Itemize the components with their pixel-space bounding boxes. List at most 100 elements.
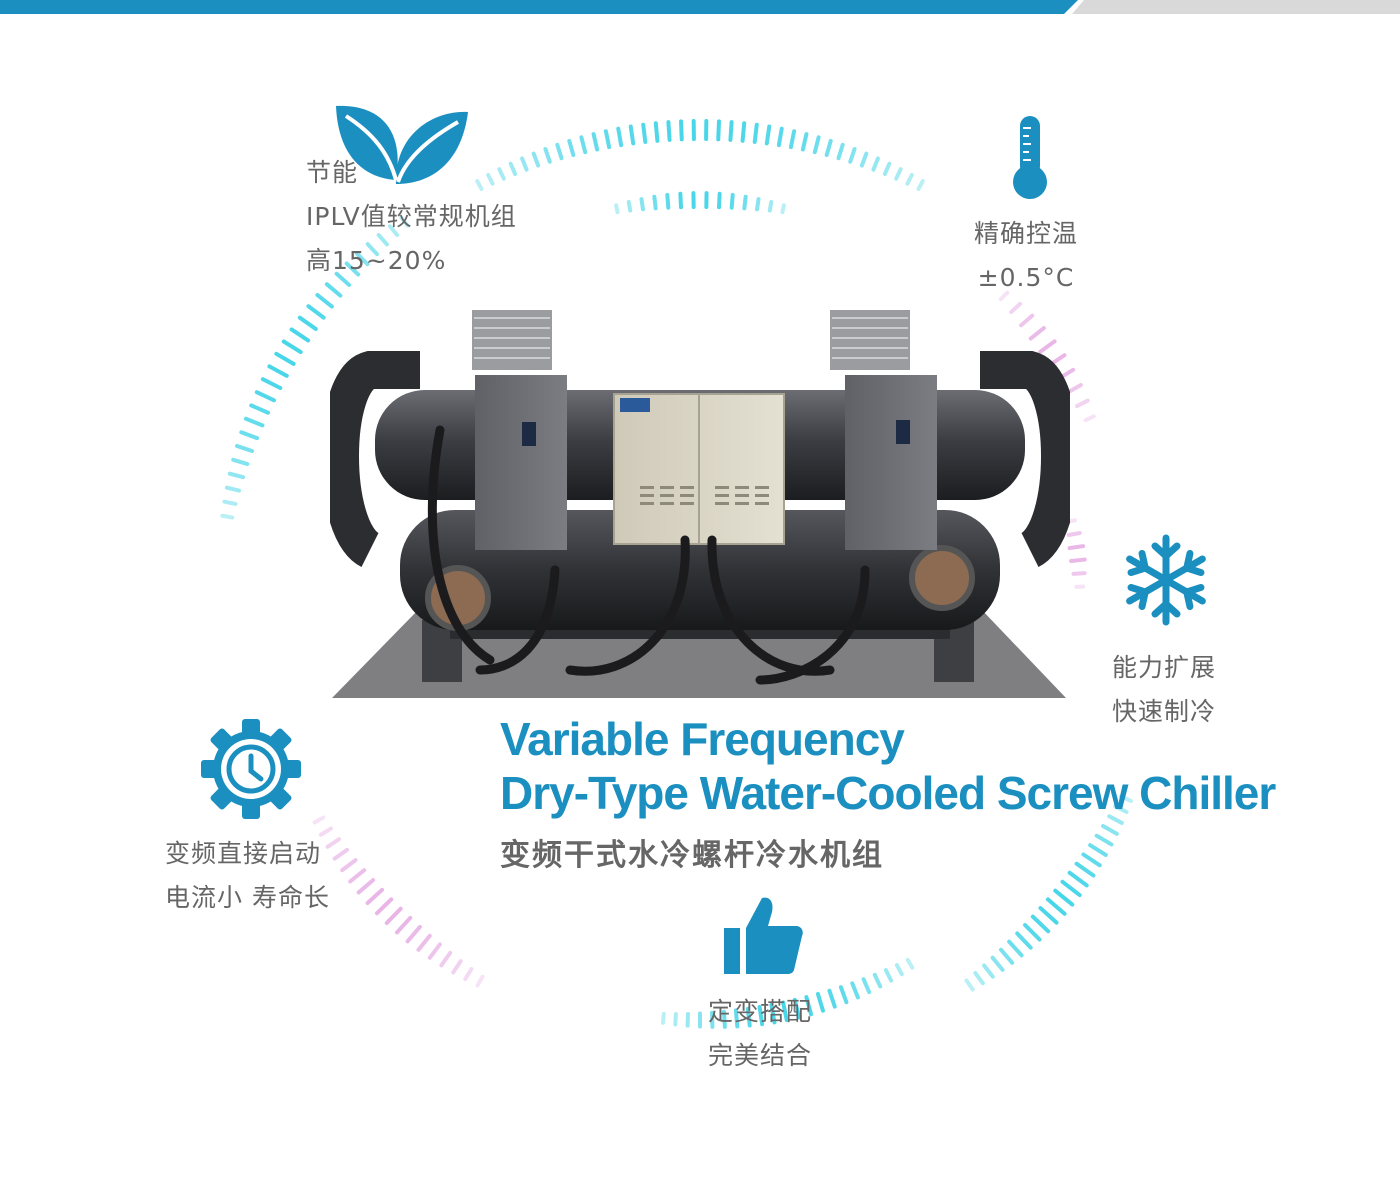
arc-tick — [405, 924, 422, 944]
feature-fast-cooling: 能力扩展 快速制冷 — [1112, 646, 1216, 734]
arc-tick — [850, 981, 860, 1000]
arc-tick — [274, 351, 296, 366]
arc-tick — [788, 129, 797, 150]
arc-tick — [520, 156, 529, 172]
arc-tick — [641, 122, 648, 144]
arc-tick — [227, 471, 246, 480]
feature-energy-line3: 高15~20% — [306, 246, 447, 275]
arc-tick — [990, 955, 1005, 972]
arc-tick — [733, 1008, 740, 1029]
gear-clock-icon — [201, 719, 301, 819]
arc-tick — [764, 124, 772, 146]
arc-tick — [812, 135, 821, 155]
leaf-icon — [336, 105, 468, 184]
arc-tick — [365, 242, 380, 257]
arc-tick — [982, 963, 995, 979]
arc-tick — [815, 992, 825, 1013]
feature-matching-title: 定变搭配 — [708, 997, 813, 1026]
arc-tick — [318, 826, 333, 837]
arc-tick — [1053, 888, 1075, 907]
arc-tick — [1101, 824, 1119, 836]
arc-tick — [289, 327, 311, 343]
arc-tick — [716, 191, 722, 210]
arc-tick — [883, 968, 894, 983]
arc-tick — [894, 167, 903, 181]
arc-tick — [325, 837, 341, 849]
arc-tick — [1088, 843, 1108, 857]
arc-tick — [332, 847, 350, 861]
arc-tick — [673, 1012, 678, 1027]
arc-tick — [220, 513, 235, 520]
arc-tick — [356, 878, 376, 895]
arc-tick — [1019, 313, 1035, 328]
arc-tick — [297, 315, 318, 331]
arc-tick — [1060, 879, 1082, 898]
feature-energy-saving: 节能 IPLV值较常规机组 高15~20% — [306, 151, 517, 283]
arc-tick — [973, 971, 985, 986]
arc-tick — [324, 282, 343, 298]
arc-tick — [249, 403, 271, 415]
arc-tick — [239, 430, 260, 441]
arc-tick — [614, 203, 620, 215]
arc-tick — [315, 293, 334, 309]
arc-tick — [1028, 326, 1046, 341]
arc-tick — [579, 135, 588, 155]
arc-tick — [964, 978, 975, 992]
arc-tick — [639, 197, 645, 212]
arc-tick — [678, 191, 684, 210]
arc-tick — [235, 443, 255, 453]
arc-tick — [1066, 382, 1083, 395]
arc-tick — [222, 499, 238, 506]
arc-tick — [475, 179, 484, 191]
feature-temperature-title: 精确控温 — [974, 219, 1079, 248]
arc-tick — [567, 138, 576, 158]
arc-tick — [905, 957, 915, 970]
product-title-en-line2: Dry-Type Water-Cooled Screw Chiller — [500, 767, 1276, 819]
arc-tick — [800, 132, 809, 152]
arc-tick — [1038, 906, 1059, 925]
arc-tick — [824, 138, 833, 158]
arc-tick — [628, 124, 636, 146]
arc-tick — [1030, 914, 1051, 934]
feature-temperature-value: ±0.5°C — [977, 263, 1075, 292]
arc-tick — [792, 997, 801, 1020]
product-title-english: Variable Frequency Dry-Type Water-Cooled… — [500, 712, 1276, 820]
arc-tick — [475, 974, 485, 988]
arc-tick — [224, 485, 242, 493]
arc-tick — [399, 215, 410, 228]
arc-tick — [340, 858, 358, 873]
arc-tick — [243, 416, 265, 428]
arc-tick — [306, 304, 326, 320]
arc-tick — [1009, 301, 1023, 315]
arc-tick — [1067, 544, 1086, 551]
arc-tick — [721, 1009, 727, 1029]
arc-tick — [757, 1004, 765, 1027]
chiller-machine-image — [330, 310, 1070, 698]
arc-tick — [1023, 923, 1042, 942]
arc-tick — [728, 120, 734, 142]
arc-tick — [1075, 398, 1090, 409]
arc-tick — [1069, 557, 1087, 563]
arc-tick — [1015, 931, 1033, 950]
arc-tick — [1081, 852, 1102, 868]
arc-tick — [254, 390, 277, 403]
feature-startup-line2: 电流小 寿命长 — [165, 883, 330, 912]
arc-tick — [861, 977, 872, 995]
arc-tick — [486, 172, 495, 186]
arc-tick — [439, 950, 453, 968]
arc-tick — [334, 271, 352, 287]
feature-cooling-line2: 快速制冷 — [1112, 697, 1217, 726]
arc-tick — [1107, 814, 1124, 825]
thermometer-icon — [1013, 116, 1047, 199]
arc-tick — [859, 151, 869, 168]
arc-tick — [742, 194, 748, 211]
arc-tick — [916, 179, 925, 191]
arc-tick — [281, 339, 303, 355]
arc-tick — [231, 457, 250, 467]
arc-tick — [543, 147, 552, 164]
arc-tick — [603, 129, 612, 150]
feature-hybrid-matching: 定变搭配 完美结合 — [708, 990, 812, 1078]
arc-tick — [665, 192, 671, 210]
arc-tick — [894, 963, 904, 977]
arc-tick — [312, 815, 326, 825]
